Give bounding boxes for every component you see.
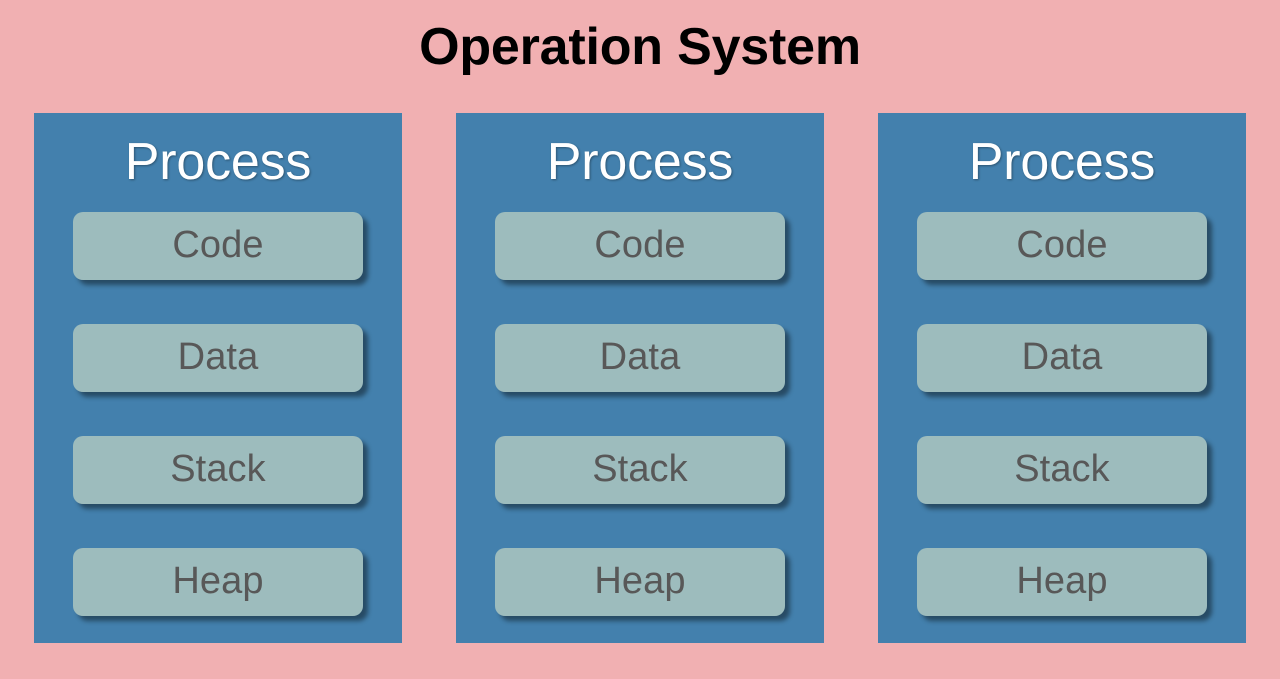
process-box-1: Process Code Data Stack Heap [34,113,402,643]
segment-code: Code [73,211,363,280]
segment-heap: Heap [917,547,1207,616]
segment-data: Data [917,323,1207,392]
segment-label: Code [172,223,264,266]
segment-label: Data [177,335,259,378]
segment-code: Code [495,211,785,280]
segment-stack: Stack [495,435,785,504]
segment-label: Data [599,335,681,378]
process-header: Process [546,133,734,191]
segment-label: Heap [1016,559,1108,602]
segment-label: Heap [172,559,264,602]
segment-code: Code [917,211,1207,280]
process-header: Process [968,133,1156,191]
segment-data: Data [495,323,785,392]
segment-label: Code [594,223,686,266]
segment-list: Code Data Stack Heap [73,211,363,616]
page-title: Operation System [419,18,861,76]
segment-label: Stack [592,447,688,490]
segment-stack: Stack [73,435,363,504]
segment-data: Data [73,323,363,392]
segment-list: Code Data Stack Heap [917,211,1207,616]
segment-list: Code Data Stack Heap [495,211,785,616]
process-box-2: Process Code Data Stack Heap [456,113,824,643]
segment-stack: Stack [917,435,1207,504]
segment-label: Data [1021,335,1103,378]
segment-label: Stack [1014,447,1110,490]
segment-label: Heap [594,559,686,602]
segment-label: Stack [170,447,266,490]
process-header: Process [124,133,312,191]
segment-label: Code [1016,223,1108,266]
process-row: Process Code Data Stack Heap Process [34,113,1246,643]
process-box-3: Process Code Data Stack Heap [878,113,1246,643]
segment-heap: Heap [73,547,363,616]
segment-heap: Heap [495,547,785,616]
